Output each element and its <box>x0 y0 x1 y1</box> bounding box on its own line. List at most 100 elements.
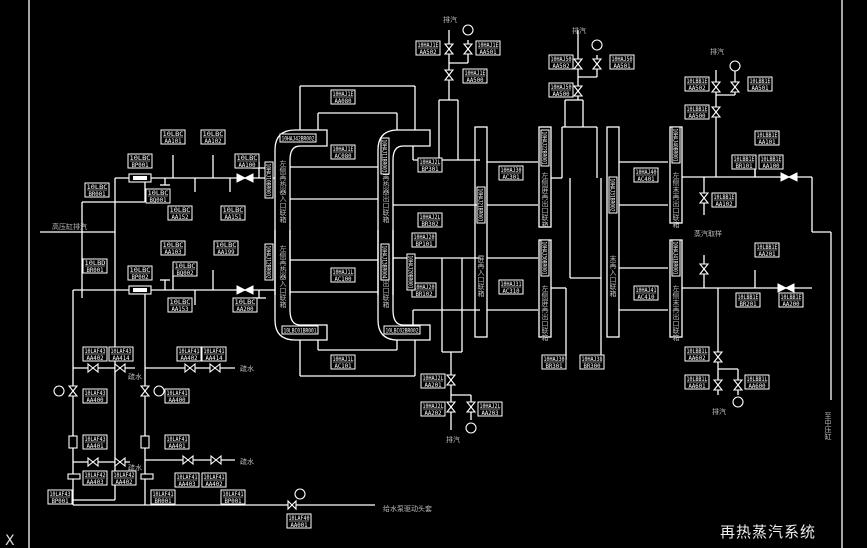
vent-valve-c2[interactable] <box>591 58 603 70</box>
vent-valve-a1[interactable] <box>443 43 455 55</box>
drain-valve-6[interactable] <box>114 456 126 468</box>
tag-code: 10LAF42 <box>85 472 106 479</box>
tag-code: 10LAF41 <box>167 436 188 443</box>
vent-valve-a2[interactable] <box>462 43 474 55</box>
flow-nozzle-lower-core <box>133 288 147 292</box>
header-code-tag: 10HAJ20BR001 <box>406 253 416 291</box>
tag-code: 10LBC <box>223 207 244 214</box>
motor-valve-left[interactable] <box>67 385 79 397</box>
gate-valve-lower[interactable] <box>236 285 254 295</box>
drain-valve-1[interactable] <box>87 362 99 374</box>
tag-code: 10HAJ20 <box>414 234 435 241</box>
tag-subcode: AA152 <box>172 214 189 221</box>
vent-valve-e2[interactable] <box>712 351 724 363</box>
header-code-box <box>279 133 317 143</box>
vent-valve-b1[interactable] <box>445 374 457 386</box>
gate-valve-right-upper[interactable] <box>780 172 798 182</box>
tag-subcode: BR001 <box>89 191 106 198</box>
vent-valve-c3[interactable] <box>572 85 584 97</box>
tag-code: 10LBB1E <box>761 156 782 163</box>
sample-valve-lower[interactable] <box>698 263 710 275</box>
tag-subcode: AA200 <box>237 306 254 313</box>
vent-valve-a3[interactable] <box>443 69 455 81</box>
orifice-right <box>140 473 154 480</box>
tag-subcode: AA502 <box>689 85 706 92</box>
vent-cluster-a <box>448 30 469 100</box>
header-code-text: 10HAJ10BR001 <box>265 164 272 197</box>
tag-subcode: AA414 <box>206 355 223 362</box>
tag-code: 10HAJ38 <box>582 356 603 363</box>
gate-valve-upper[interactable] <box>236 173 254 183</box>
header-code-box <box>540 239 550 277</box>
header-label-left-out-c: 左侧屏再出口联箱 <box>541 171 549 229</box>
tag-subcode: AA102 <box>205 138 222 145</box>
tag-code: 10HAJ1L <box>333 356 354 363</box>
tag-subcode: AA402 <box>87 355 104 362</box>
tag-code: 10HAJ2L <box>420 214 441 221</box>
check-valve-right[interactable] <box>140 435 150 449</box>
tag-subcode: BP002 <box>132 274 149 281</box>
reheater-ducting-left <box>274 85 480 377</box>
gate-valve-right-lower[interactable] <box>777 283 795 293</box>
tag-subcode: AA101 <box>165 138 182 145</box>
tag-subcode: AA501 <box>480 49 497 56</box>
header-code-text: 10HAJ13BR004 <box>381 246 388 279</box>
tag-code: 10HAJ1E <box>333 146 354 153</box>
tag-code: 10LBB1E <box>738 294 759 301</box>
vent-valve-d1[interactable] <box>710 81 722 93</box>
vent-valve-d2[interactable] <box>729 81 741 93</box>
drain-valve-5[interactable] <box>87 456 99 468</box>
drain-valve-7[interactable] <box>182 454 194 466</box>
vent-valve-b2[interactable] <box>445 401 457 413</box>
header-code-tag: 10HAJ41BR001 <box>671 239 681 277</box>
motor-valve-right[interactable] <box>139 385 151 397</box>
vent-valve-c1[interactable] <box>572 58 584 70</box>
motor-actuator-right-icon <box>153 385 165 397</box>
label-drain-1: 疏水 <box>128 372 142 381</box>
drain-valve-3[interactable] <box>184 362 196 374</box>
feedwater-valve[interactable] <box>287 499 297 511</box>
header-code-box <box>608 176 618 214</box>
tag-code: 10LBB1L <box>687 376 708 383</box>
drain-valve-4[interactable] <box>209 362 221 374</box>
header-code-text: 10HAJ40BR001 <box>672 129 679 162</box>
tag-code: 10HAJ40 <box>636 169 657 176</box>
header-code-box <box>383 325 421 335</box>
vent-valve-d3[interactable] <box>710 106 722 118</box>
tag-subcode: AA103 <box>165 249 182 256</box>
header-label-left-out-d: 左侧屏再出口联箱 <box>541 284 549 342</box>
header-code-box <box>406 253 416 291</box>
tag-code: 10LBB1L <box>747 376 768 383</box>
vent-valve-e1[interactable] <box>712 379 724 391</box>
feedwater-motor-icon <box>294 488 306 500</box>
tag-subcode: BP001 <box>52 498 69 505</box>
tag-code: 10LBB1L <box>687 348 708 355</box>
tag-subcode: AC410 <box>638 294 655 301</box>
check-valve-left[interactable] <box>68 435 78 449</box>
header-code-tag: 10HAJ30BR001 <box>540 239 550 277</box>
vent-valve-e3[interactable] <box>732 379 744 391</box>
reheater-center <box>474 99 683 360</box>
tag-code: 10LAF41 <box>177 474 198 481</box>
drain-valve-8[interactable] <box>210 454 222 466</box>
vent-valve-b3[interactable] <box>465 401 477 413</box>
drain-valve-2[interactable] <box>114 362 126 374</box>
header-code-tag: 10HAJ12BR002 <box>264 243 274 281</box>
tag-code: 10LBC <box>216 242 237 249</box>
sample-valve-upper[interactable] <box>698 192 710 204</box>
tag-subcode: BQ002 <box>177 270 194 277</box>
tag-code: 10LAF43 <box>50 491 71 498</box>
